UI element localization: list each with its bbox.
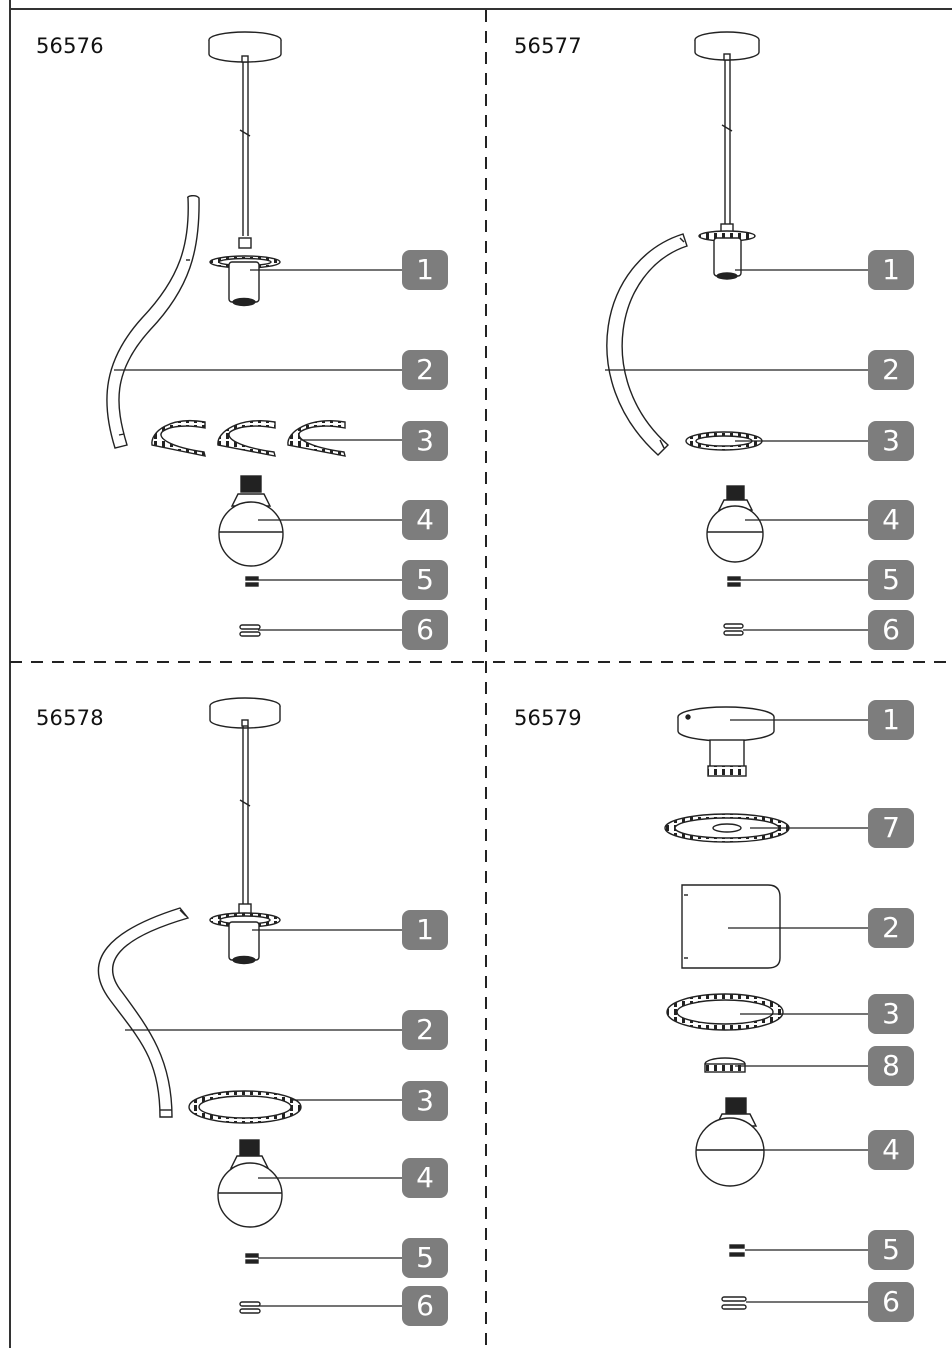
part-number-badge: 3 <box>868 421 914 461</box>
part-number-badge: 1 <box>402 910 448 950</box>
part-number-badge: 5 <box>868 1230 914 1270</box>
ceiling-canopy <box>209 697 281 729</box>
part-number-badge: 1 <box>868 250 914 290</box>
screws-5 <box>245 1253 259 1264</box>
bulb-4 <box>706 485 764 563</box>
leader-lines <box>114 269 868 1307</box>
part-number-badge: 1 <box>868 700 914 740</box>
panel-56576 <box>106 31 346 637</box>
curved-arm-2 <box>106 195 200 449</box>
anchors-6 <box>239 624 261 637</box>
part-number-badge: 1 <box>402 250 448 290</box>
curved-arm-2 <box>97 907 190 1118</box>
ring-3 <box>666 993 784 1031</box>
model-number-56576: 56576 <box>36 34 104 58</box>
toothed-disc-7 <box>664 813 790 843</box>
model-number-56578: 56578 <box>36 706 104 730</box>
ring-3 <box>685 431 763 451</box>
part-number-badge: 6 <box>868 610 914 650</box>
ceiling-canopy <box>208 31 282 63</box>
part-number-badge: 3 <box>402 1081 448 1121</box>
panel-56579 <box>664 706 790 1310</box>
shade-panel-2 <box>681 884 781 969</box>
part-number-badge: 2 <box>402 350 448 390</box>
screws-5 <box>727 576 741 587</box>
part-number-badge: 3 <box>402 421 448 461</box>
suspension-cable <box>239 62 251 236</box>
part-number-badge: 5 <box>402 560 448 600</box>
part-number-badge: 4 <box>402 1158 448 1198</box>
part-number-badge: 5 <box>868 560 914 600</box>
part-number-badge: 6 <box>868 1282 914 1322</box>
lamp-socket-1 <box>209 237 281 307</box>
panel-56577 <box>606 31 764 636</box>
panel-dividers <box>10 10 952 1348</box>
screws-5 <box>729 1244 745 1257</box>
anchors-6 <box>723 623 744 636</box>
ceiling-canopy-1 <box>677 706 775 777</box>
screws-5 <box>245 576 259 587</box>
ring-3 <box>188 1090 302 1124</box>
anchors-6 <box>721 1296 747 1310</box>
part-number-badge: 4 <box>402 500 448 540</box>
part-number-badge: 3 <box>868 994 914 1034</box>
curved-arm-2 <box>606 233 688 456</box>
part-number-badge: 7 <box>868 808 914 848</box>
model-number-56579: 56579 <box>514 706 582 730</box>
page-frame <box>9 0 952 1348</box>
part-number-badge: 2 <box>868 908 914 948</box>
ring-nut-8 <box>704 1057 746 1073</box>
panel-56578 <box>97 697 302 1314</box>
bulb-4 <box>695 1097 765 1187</box>
lamp-socket-1 <box>698 223 756 280</box>
bulb-4 <box>218 475 284 567</box>
part-number-badge: 4 <box>868 1130 914 1170</box>
part-number-badge: 4 <box>868 500 914 540</box>
lamp-socket-1 <box>209 903 281 965</box>
suspension-cable <box>239 726 251 904</box>
part-number-badge: 5 <box>402 1238 448 1278</box>
part-number-badge: 6 <box>402 1286 448 1326</box>
part-number-badge: 6 <box>402 610 448 650</box>
part-number-badge: 8 <box>868 1046 914 1086</box>
arc-segments-3 <box>151 420 346 457</box>
ceiling-canopy <box>694 31 760 61</box>
model-number-56577: 56577 <box>514 34 582 58</box>
suspension-cable <box>721 60 733 224</box>
part-number-badge: 2 <box>402 1010 448 1050</box>
anchors-6 <box>239 1301 261 1314</box>
bulb-4 <box>217 1139 283 1228</box>
part-number-badge: 2 <box>868 350 914 390</box>
